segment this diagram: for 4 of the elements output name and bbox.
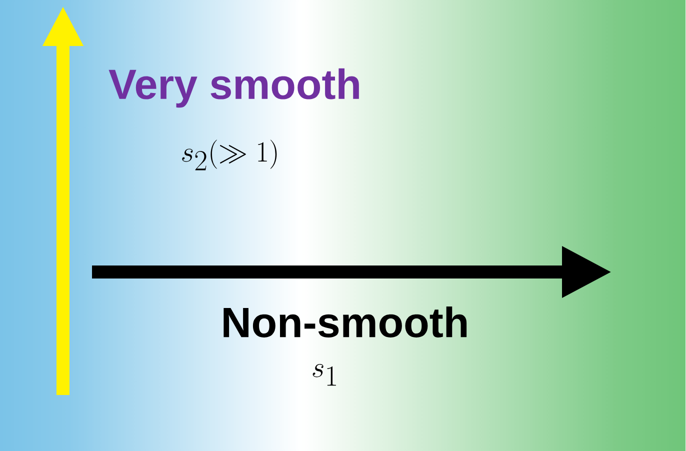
axis-symbol: $s_2(\gg 1)$ [182,140,277,170]
axis-symbol: $s_1$ [312,364,336,386]
axis-label: Very smooth [108,68,359,108]
axis-label: Non-smooth [224,306,467,338]
